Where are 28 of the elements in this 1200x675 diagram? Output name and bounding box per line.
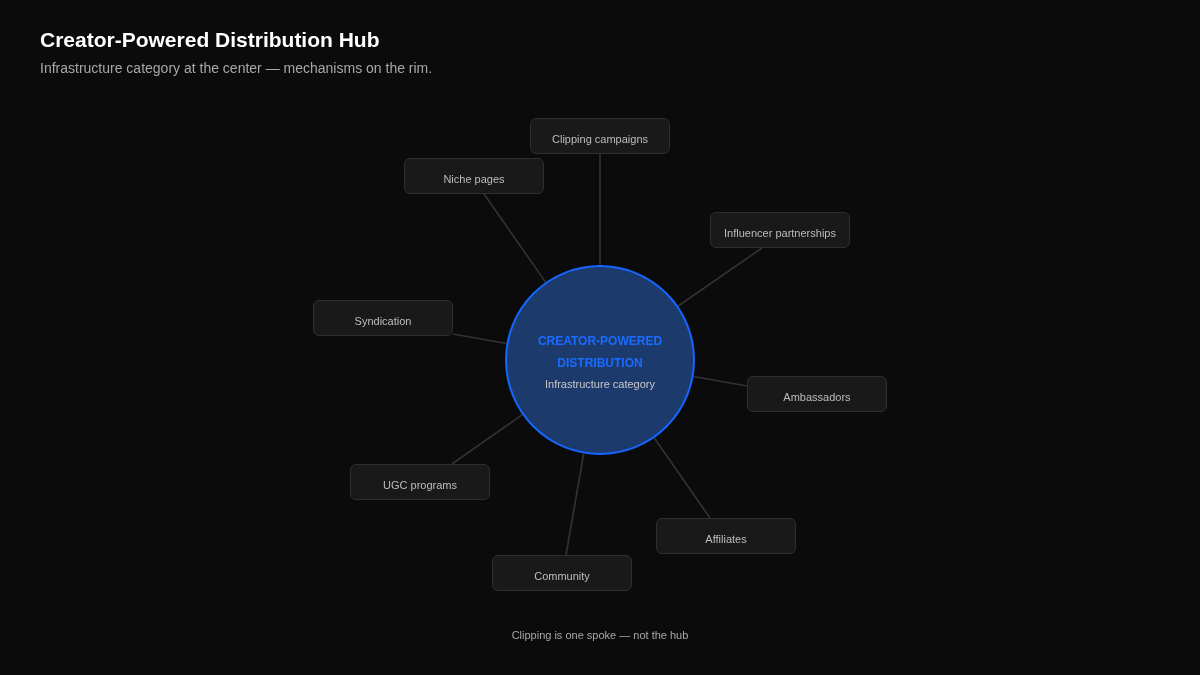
hub-subtitle: Infrastructure category	[544, 378, 656, 390]
hub-title: CREATOR-POWERED DISTRIBUTION	[536, 333, 664, 372]
spoke-box	[656, 518, 796, 554]
spoke-box	[404, 158, 544, 194]
node-label: Community	[534, 570, 590, 582]
spoke-box	[313, 300, 453, 336]
node-label: Influencer partnerships	[724, 227, 836, 239]
spoke-box	[350, 464, 490, 500]
spoke-box	[530, 118, 670, 154]
node-label: Ambassadors	[783, 391, 851, 403]
subtitle: Infrastructure category at the center — mechanisms on the rim.	[40, 60, 433, 76]
connector-line	[677, 247, 763, 307]
connector-line	[451, 413, 524, 465]
spoke-box	[710, 212, 850, 248]
spoke-box	[747, 376, 887, 412]
connector-line	[653, 437, 711, 519]
node-label: Niche pages	[443, 173, 505, 185]
diagram-title: Creator-Powered Distribution Hub	[40, 28, 380, 52]
node-label: Affiliates	[705, 533, 747, 545]
connector-line	[565, 452, 585, 556]
caption: Clipping is one spoke — not the hub	[510, 629, 690, 641]
connector-line	[483, 193, 547, 283]
spoke-box	[492, 555, 632, 591]
node-label: UGC programs	[383, 479, 457, 491]
node-label: Clipping campaigns	[552, 133, 648, 145]
connector-line	[452, 333, 508, 345]
connector-line	[692, 375, 748, 387]
node-label: Syndication	[354, 315, 412, 327]
